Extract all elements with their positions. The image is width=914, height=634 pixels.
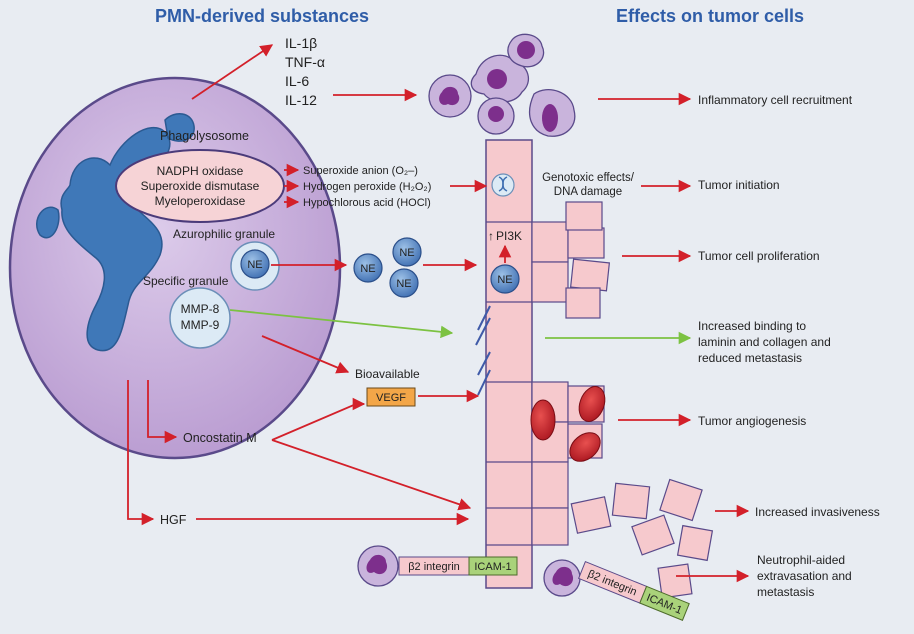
cytokine-il12: IL-12 — [285, 92, 317, 108]
cytokine-il6: IL-6 — [285, 73, 309, 89]
azurophilic-granule-label: Azurophilic granule — [173, 227, 275, 241]
ne-label: NE — [360, 263, 375, 275]
ne-granule — [389, 268, 419, 298]
effect-extravasation-2: extravasation and — [757, 569, 852, 583]
azurophilic-granule: NE — [230, 241, 280, 291]
hgf-label: HGF — [160, 513, 187, 527]
oncostatin-label: Oncostatin M — [183, 431, 257, 445]
effect-invasiveness: Increased invasiveness — [755, 505, 880, 519]
beta2-integrin-label: β2 integrin — [408, 561, 460, 573]
ros-superoxide: Superoxide anion (O₂–) — [303, 165, 418, 177]
red-blood-cell — [578, 386, 606, 422]
mmp8-label: MMP-8 — [181, 302, 220, 316]
ne-label: NE — [399, 247, 414, 259]
pi3k-up-arrow: ↑ — [488, 229, 494, 243]
ne-in-column: NE — [490, 264, 520, 294]
ros-hocl: Hypochlorous acid (HOCl) — [303, 197, 431, 209]
adhesion-tilted: β2 integrin ICAM-1 — [543, 559, 690, 621]
effect-extravasation-3: metastasis — [757, 585, 814, 599]
effect-inflammatory: Inflammatory cell recruitment — [698, 93, 853, 107]
ne-cluster: NE NE NE — [353, 237, 422, 298]
ne-granule — [392, 237, 422, 267]
enzyme-sod: Superoxide dismutase — [141, 179, 260, 193]
vegf-label: VEGF — [376, 392, 406, 404]
arrow-oncostatin-to-vegf — [271, 397, 366, 441]
effect-binding-3: reduced metastasis — [698, 351, 802, 365]
dna-icon — [491, 173, 515, 197]
bioavailable-label: Bioavailable — [355, 367, 420, 381]
effect-extravasation-1: Neutrophil-aided — [757, 553, 845, 567]
inflammatory-cells — [428, 33, 576, 137]
red-blood-cell — [530, 399, 556, 441]
cytokine-il1b: IL-1β — [285, 35, 317, 51]
ne-label: NE — [497, 274, 512, 286]
effect-binding-2: laminin and collagen and — [698, 335, 831, 349]
arrow-oncostatin-to-tumor — [271, 439, 472, 511]
effect-binding-1: Increased binding to — [698, 319, 806, 333]
genotoxic-label-1: Genotoxic effects/ — [542, 172, 635, 184]
tumor-column — [475, 139, 714, 599]
arrow-mmp-to-matrix — [229, 309, 454, 339]
mmp9-label: MMP-9 — [181, 318, 220, 332]
ne-granule — [490, 264, 520, 294]
ne-label: NE — [396, 278, 411, 290]
effect-angiogenesis: Tumor angiogenesis — [698, 414, 806, 428]
phagolysosome-label: Phagolysosome — [160, 129, 249, 143]
icam1-label: ICAM-1 — [474, 561, 511, 573]
cytokine-tnfa: TNF-α — [285, 54, 325, 70]
vegf-box: VEGF — [366, 387, 416, 407]
enzyme-mpo: Myeloperoxidase — [155, 194, 246, 208]
arrows-red — [127, 44, 750, 583]
specific-granule-label: Specific granule — [143, 274, 229, 288]
arrow-oncostatin — [147, 380, 178, 444]
specific-granule: MMP-8 MMP-9 — [169, 287, 231, 349]
header-right: Effects on tumor cells — [616, 6, 804, 26]
ros-h2o2: Hydrogen peroxide (H₂O₂) — [303, 181, 431, 193]
arrow-hgf — [127, 380, 155, 526]
ne-granule — [353, 253, 383, 283]
phagolysosome: NADPH oxidase Superoxide dismutase Myelo… — [115, 149, 285, 223]
pi3k-label: PI3K — [496, 229, 522, 243]
arrows-green — [229, 309, 692, 345]
arrow-mmp-to-vegf — [261, 335, 350, 374]
arrow-cytokines — [191, 44, 274, 100]
nucleus-shape — [36, 113, 195, 352]
effect-initiation: Tumor initiation — [698, 178, 780, 192]
red-blood-cells — [530, 386, 606, 462]
enzyme-nadph: NADPH oxidase — [157, 164, 244, 178]
red-blood-cell — [569, 432, 601, 462]
effect-proliferation: Tumor cell proliferation — [698, 249, 820, 263]
genotoxic-label-2: DNA damage — [554, 186, 622, 198]
adhesion-horizontal: β2 integrin ICAM-1 — [357, 545, 518, 587]
ne-granule-label: NE — [247, 259, 262, 271]
header-left: PMN-derived substances — [155, 6, 369, 26]
